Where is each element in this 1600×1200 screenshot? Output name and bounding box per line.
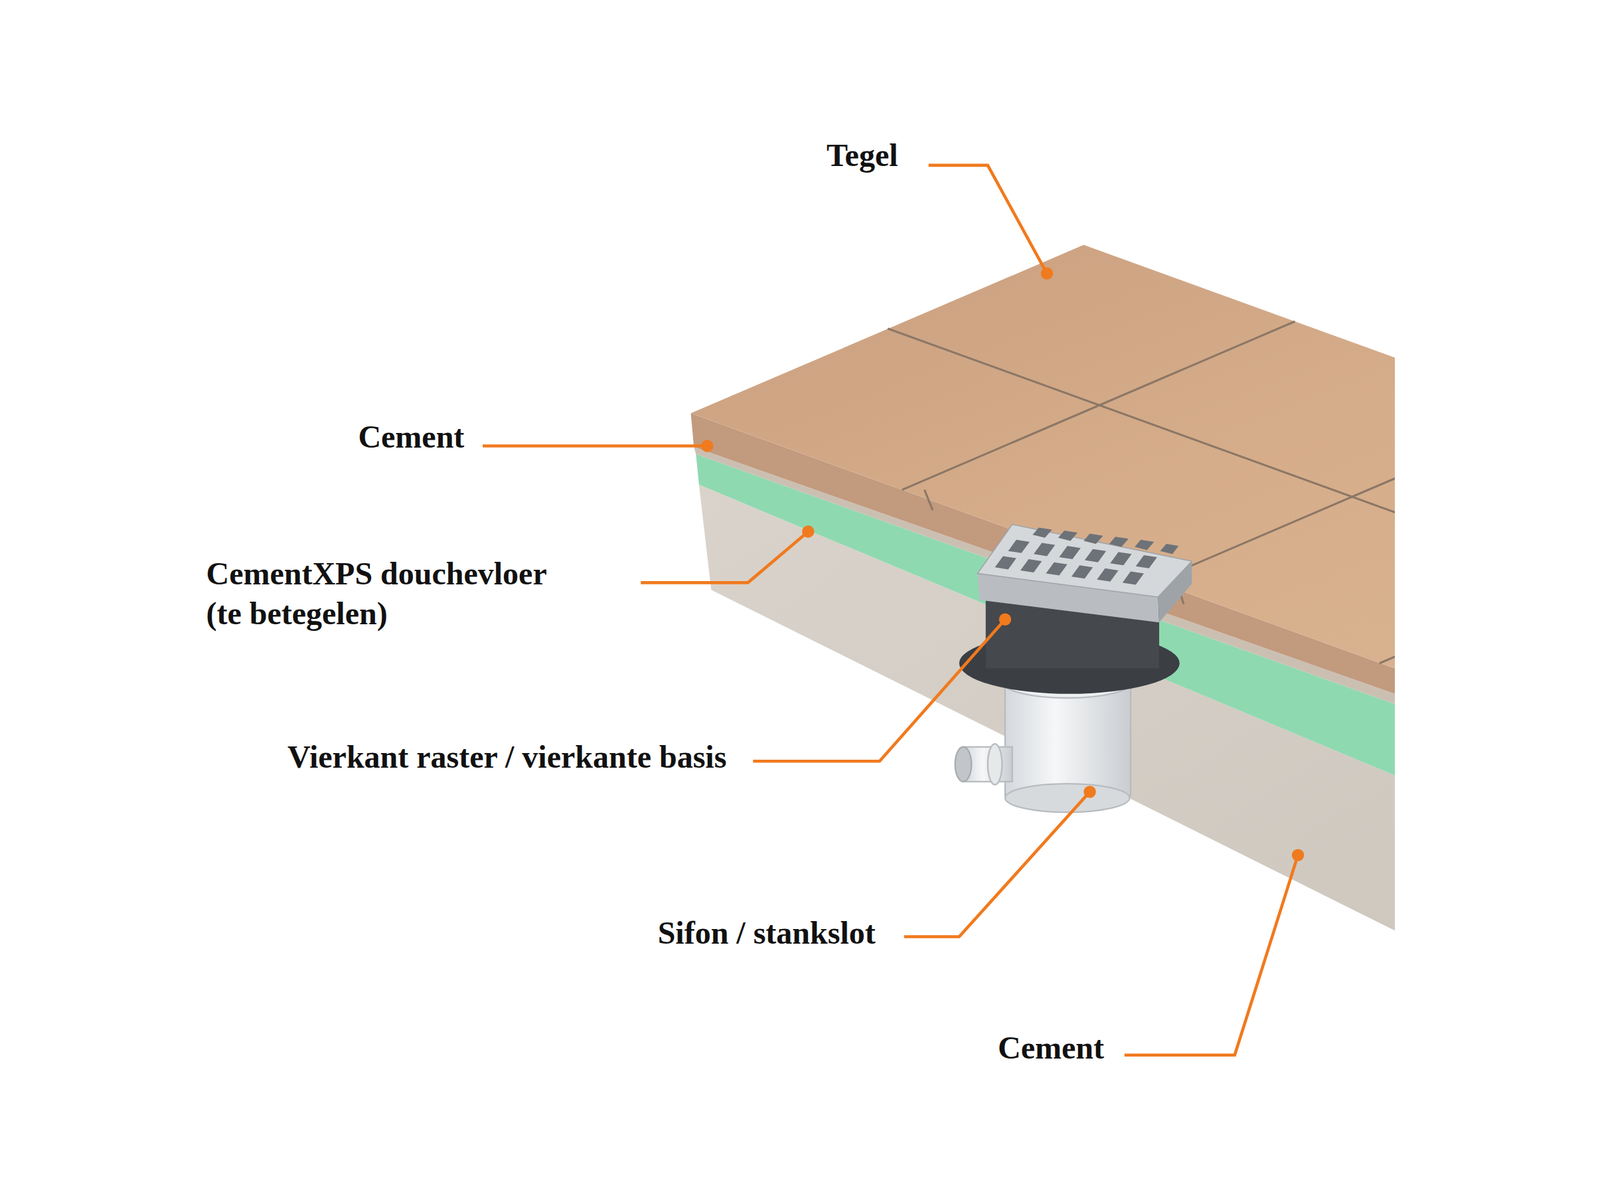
leader-dots [701, 267, 1304, 862]
grout-lines [887, 321, 1395, 664]
callout-label: Tegel [826, 135, 899, 176]
grate-holes [995, 527, 1180, 585]
callout-label: Sifon / stankslot [657, 912, 876, 953]
callout-label: Cement [357, 416, 465, 457]
slab [691, 244, 1396, 931]
drain [955, 524, 1193, 812]
callout-label: Cement [997, 1027, 1105, 1068]
leader-lines [482, 165, 1298, 1055]
callout-label: Vierkant raster / vierkante basis [287, 736, 727, 777]
tile-surface [691, 244, 1396, 669]
callout-label: CementXPS douchevloer (te betegelen) [205, 553, 578, 634]
